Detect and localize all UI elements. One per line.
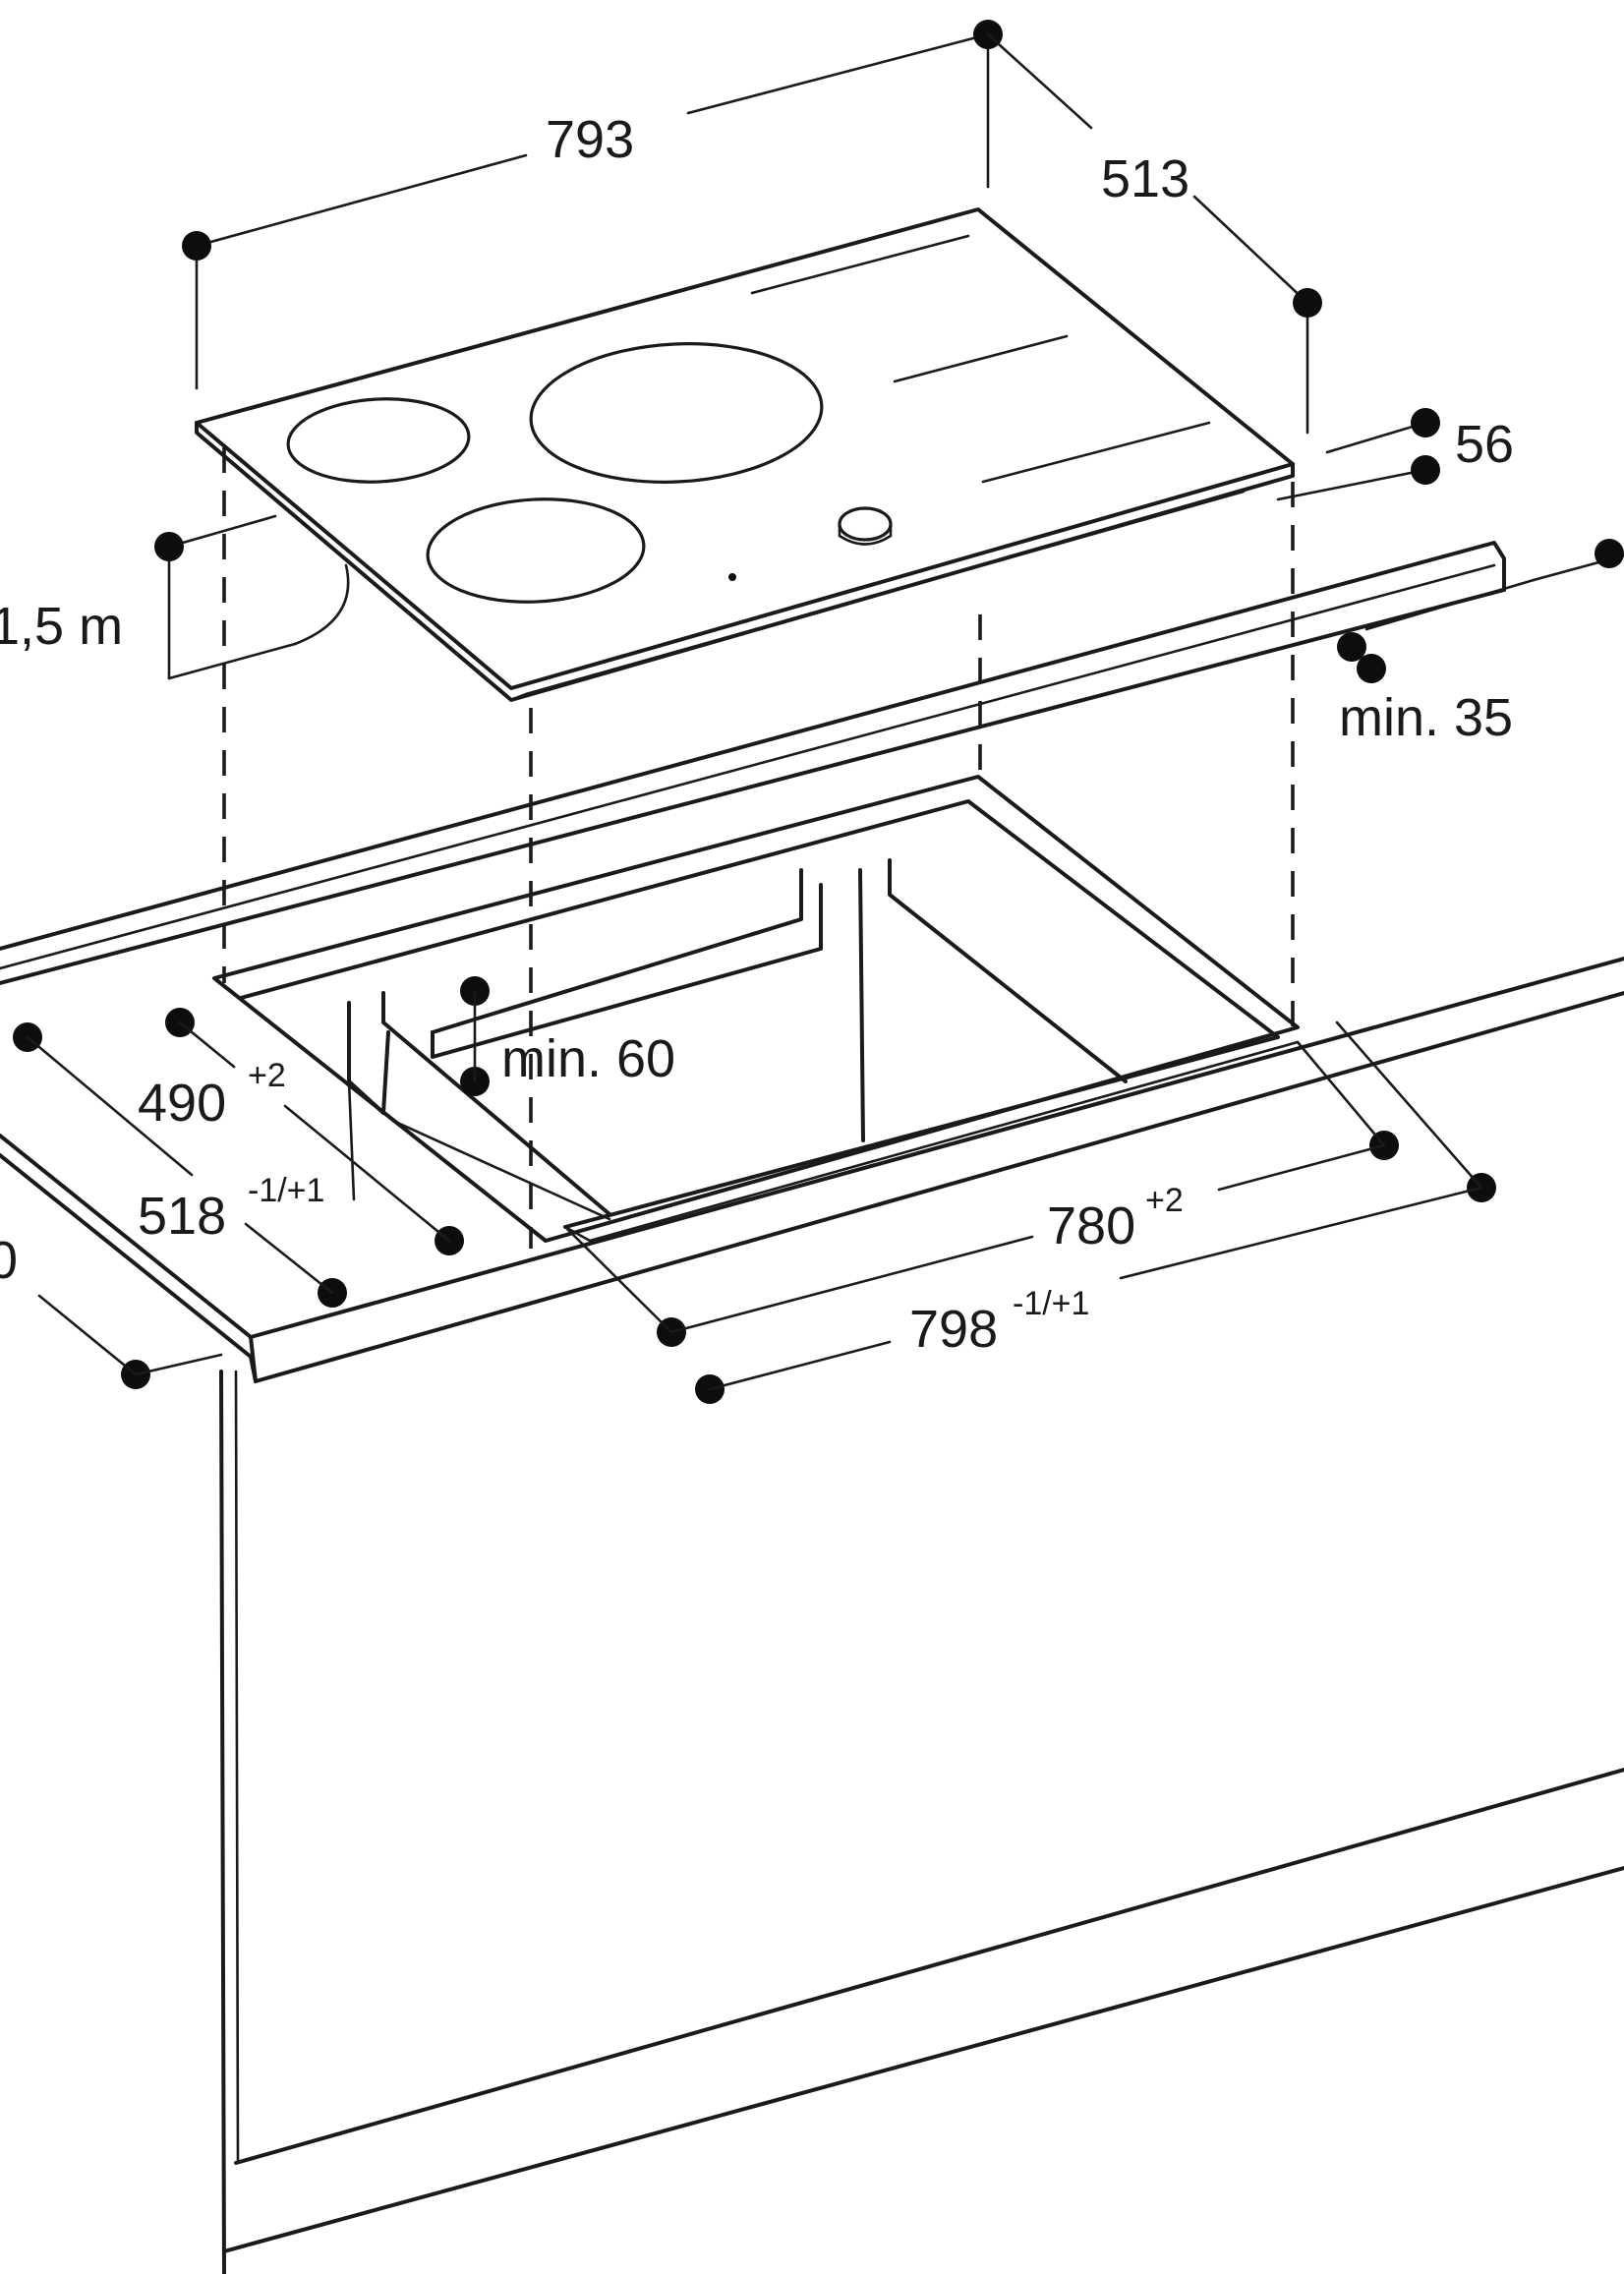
- label-cutout-depth-tolerance: +2: [248, 1057, 286, 1094]
- dimension-lines: [13, 20, 1624, 1404]
- cutout-inner-rear: [431, 868, 803, 1034]
- label-cooktop-depth: 513: [1101, 149, 1189, 208]
- worktop: [0, 541, 1624, 1383]
- cooktop-frame-underside: [509, 490, 1246, 702]
- control-strip-2: [893, 334, 1069, 383]
- dim-point: [1411, 455, 1440, 485]
- label-recess-width: 798: [909, 1300, 998, 1359]
- control-knob: [838, 506, 893, 542]
- cabinet-plinth-bottom: [222, 1866, 1624, 2253]
- cutout-inner-right: [888, 858, 1128, 1083]
- worktop-rear-edge: [0, 588, 1506, 985]
- label-cutout-width-tolerance: +2: [1145, 1182, 1184, 1219]
- label-recess-depth-value: 518: [138, 1187, 226, 1246]
- cabinet-left-inner-edge: [234, 1370, 240, 2165]
- cutout-left-edge-inner: [347, 1079, 356, 1201]
- cabinet-left-edge: [219, 1370, 226, 2274]
- worktop-front-bottom-edge: [0, 991, 1624, 1383]
- cooking-zone-rear-left: [286, 397, 471, 484]
- power-indicator: [728, 573, 736, 581]
- dim-point: [1293, 288, 1322, 318]
- cabinet-plinth-top: [234, 1768, 1624, 2165]
- label-cutout-width: 780: [1047, 1196, 1135, 1255]
- cutout-center-wall: [858, 868, 865, 1142]
- label-cooktop-height: 56: [1455, 415, 1514, 474]
- cutout-front-left: [391, 1119, 611, 1221]
- worktop-cutout: [212, 775, 1300, 1243]
- alignment-guides: [222, 447, 1295, 1249]
- label-cutout-depth: 490: [138, 1074, 226, 1133]
- dim-point: [154, 532, 184, 561]
- label-recess-width-value: 798: [909, 1300, 998, 1359]
- label-recess-width-tolerance: -1/+1: [1013, 1285, 1089, 1322]
- cutout-inner-left: [381, 991, 611, 1216]
- worktop-back-upstand-inner: [0, 563, 1496, 970]
- dimension-labels: 793 513 56 1,5 m min. 35 min. 60 490 +2 …: [0, 110, 1514, 1359]
- label-wall-clearance: min. 35: [1339, 688, 1513, 747]
- label-cable-length: 1,5 m: [0, 597, 123, 656]
- label-cutout-depth-value: 490: [138, 1074, 226, 1133]
- dim-point: [1337, 632, 1366, 662]
- cutout-outline: [239, 799, 1280, 1229]
- control-strip-1: [750, 234, 970, 295]
- dim-point: [1357, 654, 1386, 683]
- cooking-zone-large: [529, 342, 824, 484]
- label-recess-depth: 518: [138, 1187, 226, 1246]
- cooking-zone-front-left: [426, 497, 646, 604]
- cutout-inner-rear-lower: [431, 883, 823, 1059]
- control-knob-side: [838, 522, 893, 546]
- control-strip-3: [981, 421, 1211, 484]
- cutout-left-wall: [347, 1001, 390, 1115]
- label-worktop-edge-partial: 0: [0, 1231, 18, 1290]
- cabinet: [219, 1370, 1624, 2274]
- label-front-clearance: min. 60: [501, 1029, 675, 1088]
- worktop-front-face: [249, 1335, 258, 1383]
- label-cutout-width-value: 780: [1047, 1196, 1135, 1255]
- recess-outline: [212, 775, 1300, 1243]
- dim-point: [1411, 408, 1440, 437]
- dim-point: [182, 231, 211, 261]
- cooktop: [195, 207, 1295, 702]
- dim-point: [1595, 539, 1624, 568]
- label-cooktop-width: 793: [546, 110, 634, 169]
- label-recess-depth-tolerance: -1/+1: [248, 1172, 324, 1209]
- worktop-back-upstand: [0, 541, 1506, 951]
- cutout-front-lip: [563, 1040, 1300, 1243]
